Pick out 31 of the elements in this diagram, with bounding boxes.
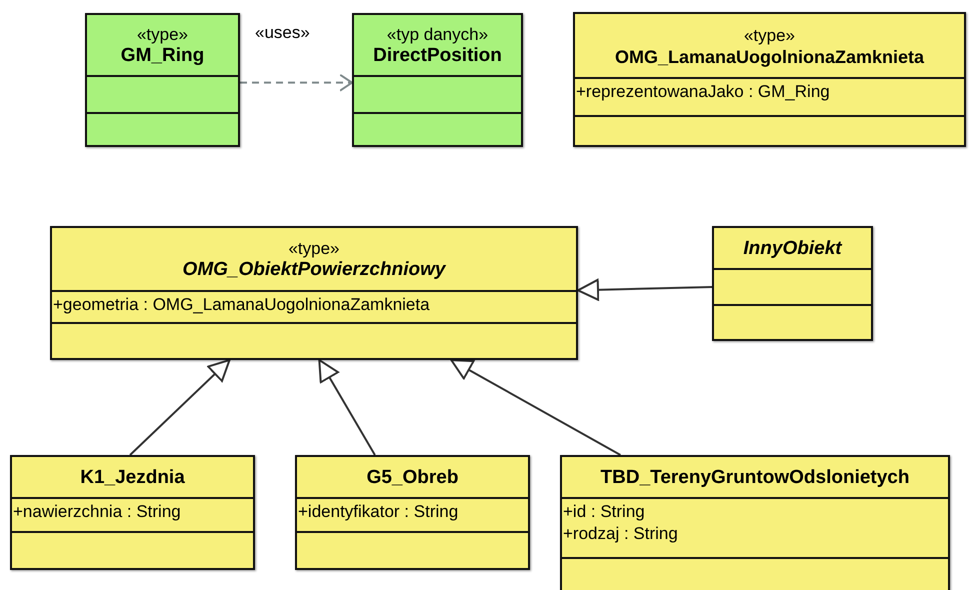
attribute-text: +identyfikator : String bbox=[297, 501, 460, 523]
class-name: InnyObiekt bbox=[742, 238, 844, 260]
attribute-text: +id : String bbox=[562, 501, 646, 523]
class-name: K1_Jezdnia bbox=[79, 467, 186, 489]
stereotype-label: «type» bbox=[287, 239, 341, 259]
attribute-text: +rodzaj : String bbox=[562, 523, 679, 545]
stereotype-label: «type» bbox=[136, 25, 190, 45]
class-name: OMG_LamanaUogolnionaZamknieta bbox=[614, 46, 926, 68]
class-name: GM_Ring bbox=[120, 45, 206, 67]
generalization-arrow bbox=[450, 359, 621, 456]
class-box bbox=[560, 455, 950, 590]
class-box bbox=[712, 226, 873, 341]
class-box bbox=[50, 226, 578, 360]
class-box bbox=[295, 455, 530, 570]
attribute-text: +nawierzchnia : String bbox=[12, 501, 182, 523]
class-name: OMG_ObiektPowierzchniowy bbox=[182, 259, 448, 281]
class-name: TBD_TerenyGruntowOdslonietych bbox=[600, 467, 910, 489]
dependency-arrow bbox=[240, 74, 353, 92]
attribute-text: +reprezentowanaJako : GM_Ring bbox=[575, 81, 831, 103]
class-box bbox=[352, 13, 523, 147]
class-name: DirectPosition bbox=[372, 45, 503, 67]
stereotype-label: «typ danych» bbox=[386, 25, 490, 45]
attribute-text: +geometria : OMG_LamanaUogolnionaZamknieta bbox=[52, 294, 431, 316]
class-box bbox=[573, 12, 966, 147]
stereotype-label: «type» bbox=[742, 26, 796, 46]
generalization-arrow bbox=[577, 278, 712, 301]
class-name: G5_Obreb bbox=[366, 467, 460, 489]
class-box bbox=[10, 455, 255, 570]
class-box bbox=[85, 13, 240, 147]
generalization-arrow bbox=[129, 359, 231, 456]
generalization-arrow bbox=[318, 359, 376, 456]
